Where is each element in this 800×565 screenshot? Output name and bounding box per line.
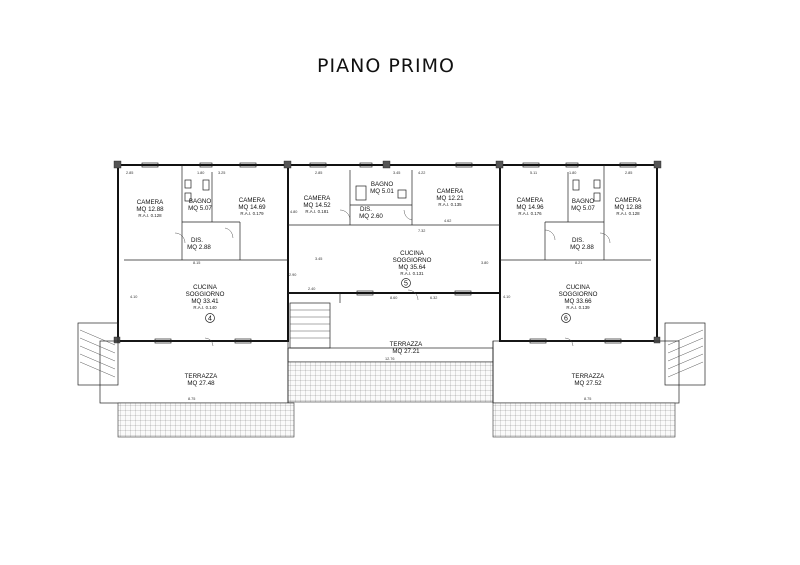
dim-label: 12.76: [385, 357, 395, 361]
dim-label: 2.85: [315, 171, 322, 175]
plan-title: PIANO PRIMO: [317, 55, 455, 77]
room-cucina-4-area: MQ 33.41: [191, 298, 219, 305]
room-camera-1-rai: R.A.I. 0.128: [138, 213, 162, 218]
dim-label: 4.10: [130, 295, 137, 299]
room-cucina-5-name2: SOGGIORNO: [393, 257, 432, 264]
room-camera-3-rai: R.A.I. 0.181: [305, 209, 329, 214]
room-camera-4-rai: R.A.I. 0.135: [438, 202, 462, 207]
room-camera-6-rai: R.A.I. 0.128: [616, 211, 640, 216]
room-camera-2-area: MQ 14.69: [238, 204, 266, 211]
room-bagno-3-area: MQ 5.07: [571, 205, 595, 212]
dim-label: 4.62: [444, 219, 451, 223]
room-camera-4-area: MQ 12.21: [436, 195, 464, 202]
room-terrazza-4-name: TERRAZZA: [185, 373, 219, 380]
interior-walls-unit-6: [500, 165, 651, 347]
room-camera-1-area: MQ 12.88: [136, 206, 164, 213]
room-dis-2-name: DIS.: [360, 206, 372, 213]
dimension-labels: 2.85 1.80 3.25 2.85 3.45 4.22 5.11 1.80 …: [126, 171, 632, 401]
external-stairs: [77, 322, 706, 386]
room-camera-3-name: CAMERA: [304, 195, 331, 202]
room-camera-5-rai: R.A.I. 0.176: [518, 211, 542, 216]
dim-label: 5.11: [530, 171, 537, 175]
room-cucina-6-area: MQ 33.66: [564, 298, 592, 305]
room-camera-6-area: MQ 12.88: [614, 204, 642, 211]
room-dis-1-area: MQ 2.88: [187, 244, 211, 251]
unit-6-number: 6: [564, 316, 568, 323]
room-camera-1-name: CAMERA: [137, 199, 164, 206]
room-terrazza-5-name: TERRAZZA: [390, 341, 424, 348]
unit-4-number: 4: [208, 316, 212, 323]
dim-label: 8.21: [575, 261, 582, 265]
room-cucina-5-rai: R.A.I. 0.131: [400, 271, 424, 276]
terraces: [99, 340, 680, 438]
dim-label: 4.22: [418, 171, 425, 175]
dim-label: 7.32: [418, 229, 425, 233]
room-cucina-4-rai: R.A.I. 0.140: [193, 305, 217, 310]
room-terrazza-6-area: MQ 27.52: [574, 380, 602, 387]
room-camera-2-rai: R.A.I. 0.179: [240, 211, 264, 216]
room-dis-3-name: DIS.: [572, 237, 584, 244]
dim-label: 6.32: [430, 296, 437, 300]
unit-5-number: 5: [404, 281, 408, 288]
room-terrazza-5-area: MQ 27.21: [392, 348, 420, 355]
dim-label: 3.25: [218, 171, 225, 175]
dim-label: 1.80: [569, 171, 576, 175]
room-dis-1-name: DIS.: [191, 237, 203, 244]
wall-posts: [113, 160, 662, 344]
room-cucina-5-name: CUCINA: [400, 250, 425, 257]
dim-label: 2.40: [308, 287, 315, 291]
unit-markers: 4 5 6: [205, 278, 571, 323]
room-bagno-3-name: BAGNO: [572, 198, 595, 205]
room-bagno-2-name: BAGNO: [371, 181, 394, 188]
dim-label: 3.45: [393, 171, 400, 175]
interior-walls-unit-5: [288, 170, 500, 349]
room-bagno-1-name: BAGNO: [189, 198, 212, 205]
dim-label: 8.75: [188, 397, 195, 401]
room-cucina-6-rai: R.A.I. 0.139: [566, 305, 590, 310]
room-cucina-6-name: CUCINA: [566, 284, 591, 291]
dim-label: 8.75: [584, 397, 591, 401]
dim-label: 8.60: [390, 296, 397, 300]
room-camera-3-area: MQ 14.52: [303, 202, 331, 209]
room-camera-5-area: MQ 14.96: [516, 204, 544, 211]
dim-label: 4.10: [503, 295, 510, 299]
dim-label: 4.80: [290, 210, 297, 214]
dim-label: 3.80: [481, 261, 488, 265]
room-camera-5-name: CAMERA: [517, 197, 544, 204]
dim-label: 8.15: [193, 261, 200, 265]
dim-label: 3.45: [315, 257, 322, 261]
room-terrazza-4-area: MQ 27.48: [187, 380, 215, 387]
dim-label: 2.85: [126, 171, 133, 175]
room-cucina-6-name2: SOGGIORNO: [559, 291, 598, 298]
dim-label: 2.90: [289, 273, 296, 277]
room-camera-4-name: CAMERA: [437, 188, 464, 195]
room-camera-2-name: CAMERA: [239, 197, 266, 204]
dim-label: 2.85: [625, 171, 632, 175]
dim-label: 1.80: [197, 171, 204, 175]
room-cucina-5-area: MQ 35.64: [398, 264, 426, 271]
room-bagno-2-area: MQ 5.01: [370, 188, 394, 195]
room-camera-6-name: CAMERA: [615, 197, 642, 204]
interior-walls-unit-4: [124, 165, 288, 347]
room-terrazza-6-name: TERRAZZA: [572, 373, 606, 380]
room-cucina-4-name: CUCINA: [193, 284, 218, 291]
room-labels: CAMERA MQ 12.88 R.A.I. 0.128 BAGNO MQ 5.…: [136, 181, 642, 387]
room-cucina-4-name2: SOGGIORNO: [186, 291, 225, 298]
room-dis-3-area: MQ 2.88: [570, 244, 594, 251]
room-bagno-1-area: MQ 5.07: [188, 205, 212, 212]
room-dis-2-area: MQ 2.60: [359, 213, 383, 220]
